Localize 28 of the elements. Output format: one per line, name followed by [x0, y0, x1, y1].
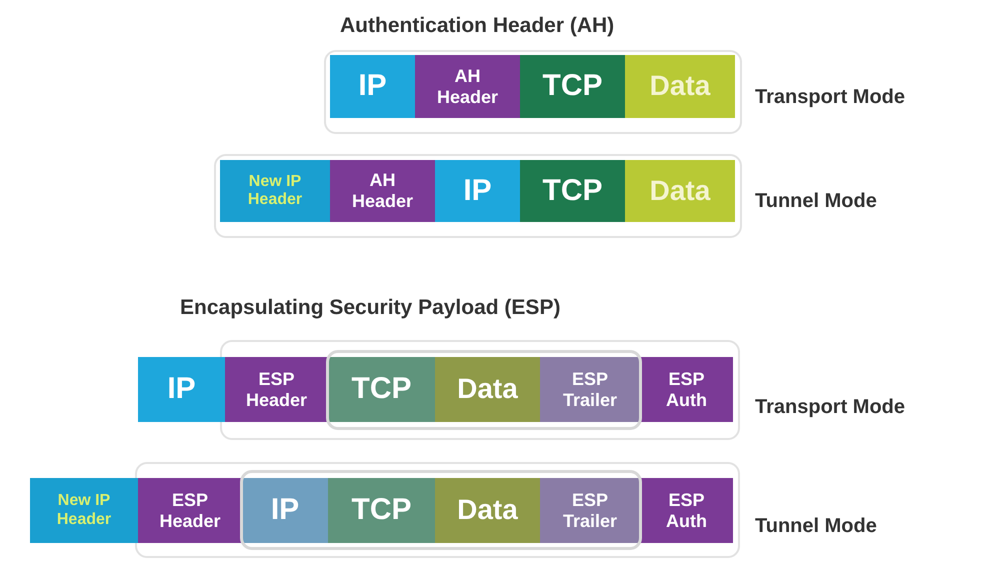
packet-field: IP: [138, 357, 225, 422]
packet-field: IP: [242, 478, 328, 543]
packet-field: TCP: [520, 160, 625, 222]
packet-field: New IP Header: [30, 478, 138, 543]
mode-label: Tunnel Mode: [755, 190, 877, 213]
packet-field: TCP: [328, 357, 435, 422]
packet-field: New IP Header: [220, 160, 330, 222]
packet-field: ESP Auth: [640, 357, 733, 422]
packet-field: IP: [435, 160, 520, 222]
packet-field: Data: [625, 160, 735, 222]
section-heading: Encapsulating Security Payload (ESP): [180, 296, 560, 320]
packet-field: ESP Trailer: [540, 357, 640, 422]
mode-label: Transport Mode: [755, 86, 906, 109]
section-heading: Authentication Header (AH): [340, 14, 614, 38]
packet-field: AH Header: [415, 55, 520, 118]
packet-field: IP: [330, 55, 415, 118]
packet-field: AH Header: [330, 160, 435, 222]
packet-field: ESP Trailer: [540, 478, 640, 543]
packet-field: Data: [435, 357, 540, 422]
mode-label: Transport Mode: [755, 396, 906, 419]
packet-field: TCP: [520, 55, 625, 118]
packet-field: ESP Auth: [640, 478, 733, 543]
packet-field: ESP Header: [225, 357, 328, 422]
packet-field: TCP: [328, 478, 435, 543]
packet-field: ESP Header: [138, 478, 242, 543]
mode-label: Tunnel Mode: [755, 515, 877, 538]
packet-field: Data: [435, 478, 540, 543]
packet-field: Data: [625, 55, 735, 118]
